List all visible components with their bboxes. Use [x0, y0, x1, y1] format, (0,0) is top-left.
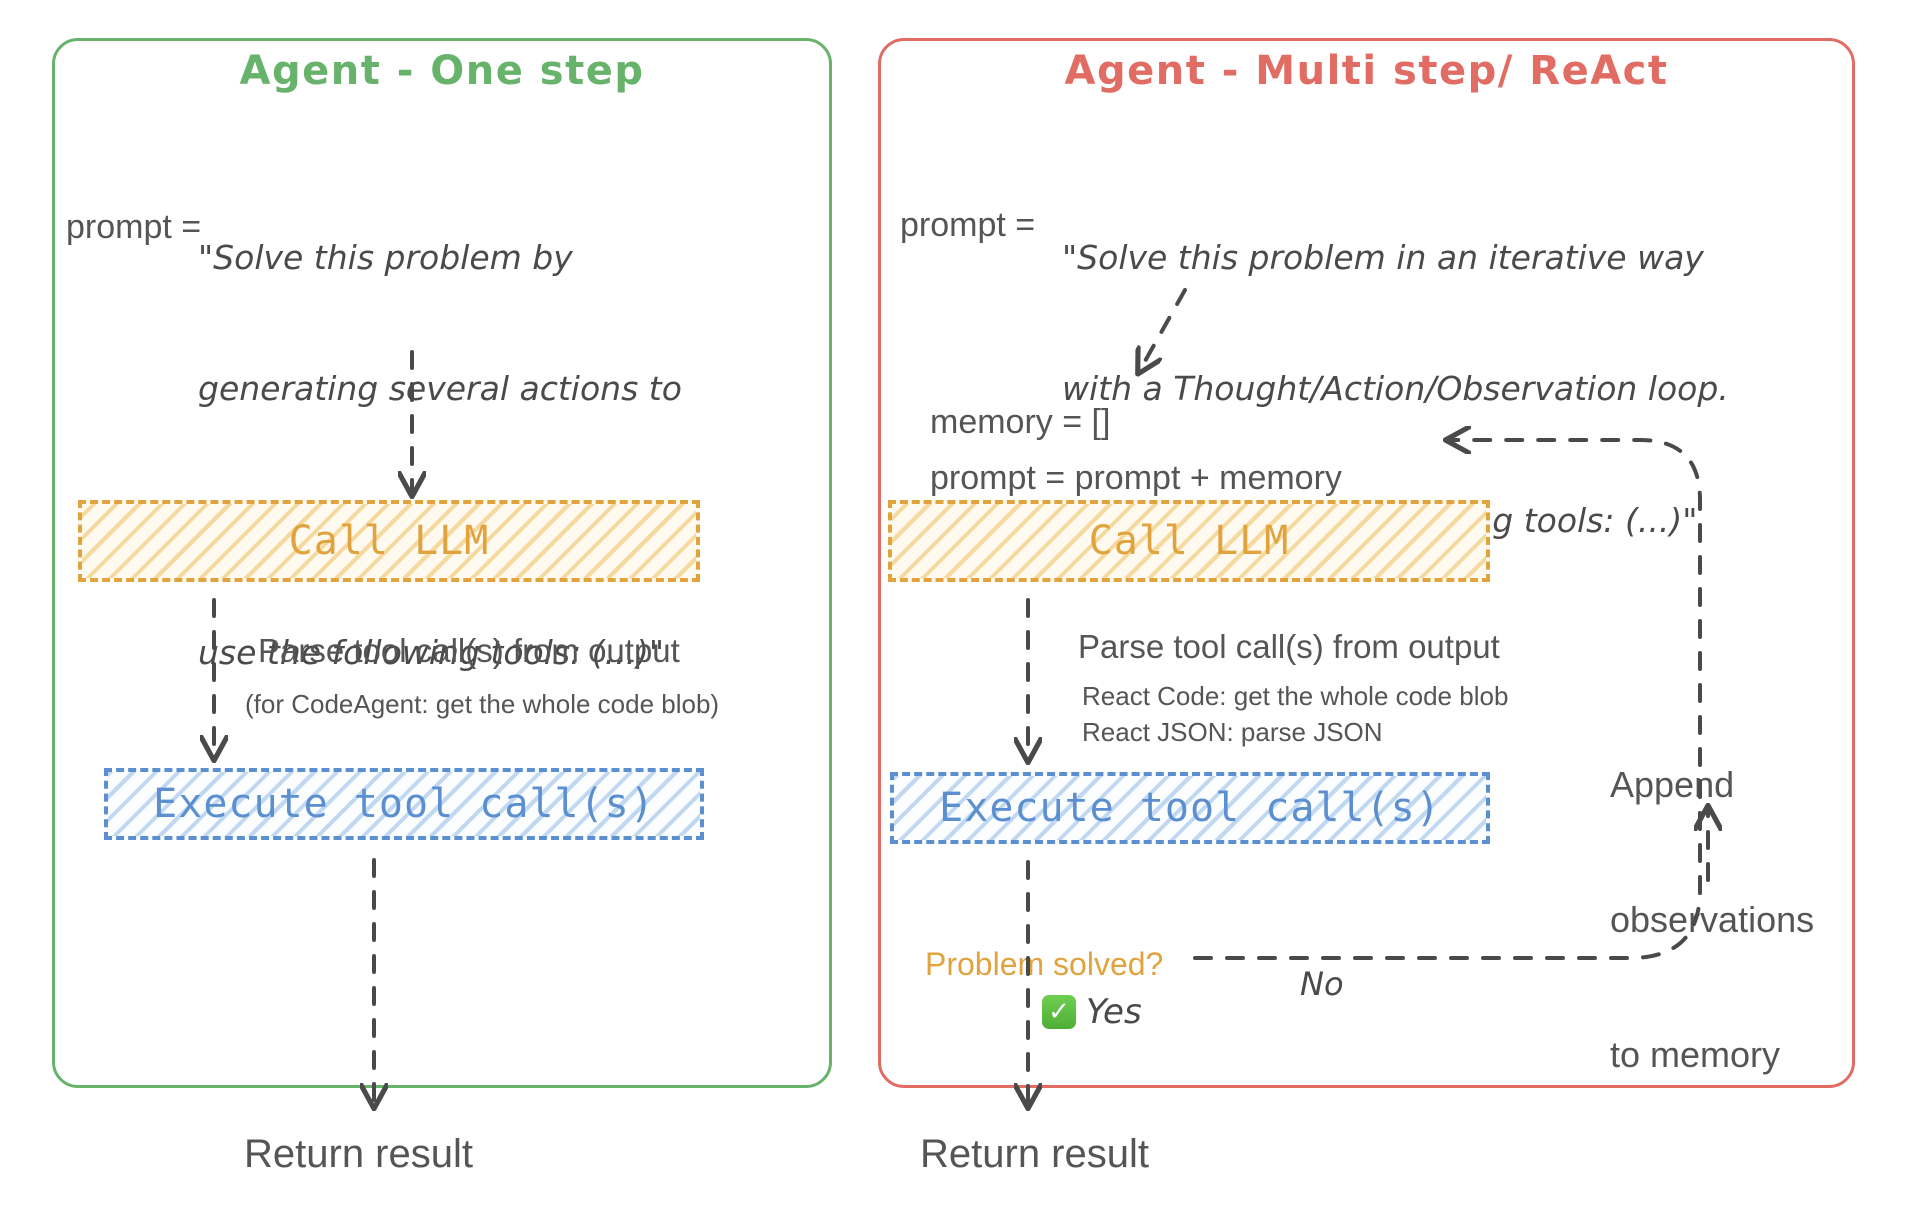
panel-one-step — [52, 38, 832, 1088]
left-execute-tool-box[interactable]: Execute tool call(s) — [104, 768, 704, 840]
prompt-update-statement: prompt = prompt + memory — [930, 459, 1342, 497]
left-prompt-label: prompt = — [66, 208, 202, 246]
left-parse-note: (for CodeAgent: get the whole code blob) — [245, 689, 720, 719]
left-parse-label: Parse tool call(s) from output — [258, 632, 680, 669]
check-mark-icon: ✓ — [1042, 995, 1076, 1029]
right-parse-note-code: React Code: get the whole code blob — [1082, 681, 1509, 711]
right-prompt-line-2: with a Thought/Action/Observation loop. — [1062, 369, 1729, 409]
left-call-llm-box[interactable]: Call LLM — [78, 500, 700, 582]
right-prompt-line-1: "Solve this problem in an iterative way — [1062, 237, 1704, 277]
yes-branch-label: Yes — [1086, 992, 1142, 1032]
left-prompt-line-1: "Solve this problem by — [198, 237, 573, 277]
no-branch-label: No — [1300, 965, 1344, 1003]
panel-multi-step — [878, 38, 1855, 1088]
right-prompt-label: prompt = — [900, 206, 1036, 244]
append-observations-text: Append observations to memory — [1610, 672, 1814, 1167]
panel-one-step-title: Agent - One step — [239, 48, 645, 94]
yes-branch: ✓ Yes — [1042, 992, 1142, 1032]
left-prompt-line-4: use the following tools: (...)" — [198, 632, 665, 672]
append-line-1: Append — [1610, 764, 1735, 805]
right-return-result-label: Return result — [920, 1132, 1149, 1176]
panel-multi-step-title: Agent - Multi step/ ReAct — [1064, 48, 1669, 94]
right-parse-note-json: React JSON: parse JSON — [1082, 717, 1383, 747]
append-line-2: observations — [1610, 899, 1815, 940]
left-call-llm-label: Call LLM — [288, 518, 490, 564]
left-prompt-line-2: generating several actions to — [198, 369, 682, 409]
memory-init-statement: memory = [] — [930, 403, 1111, 441]
right-call-llm-label: Call LLM — [1088, 518, 1290, 564]
problem-solved-decision-label: Problem solved? — [925, 946, 1164, 982]
append-line-3: to memory — [1610, 1034, 1781, 1075]
right-parse-label: Parse tool call(s) from output — [1078, 628, 1500, 665]
left-return-result-label: Return result — [244, 1132, 473, 1176]
right-execute-tool-box[interactable]: Execute tool call(s) — [890, 772, 1490, 844]
right-call-llm-box[interactable]: Call LLM — [888, 500, 1490, 582]
left-execute-tool-label: Execute tool call(s) — [153, 781, 655, 827]
right-execute-tool-label: Execute tool call(s) — [939, 785, 1441, 831]
